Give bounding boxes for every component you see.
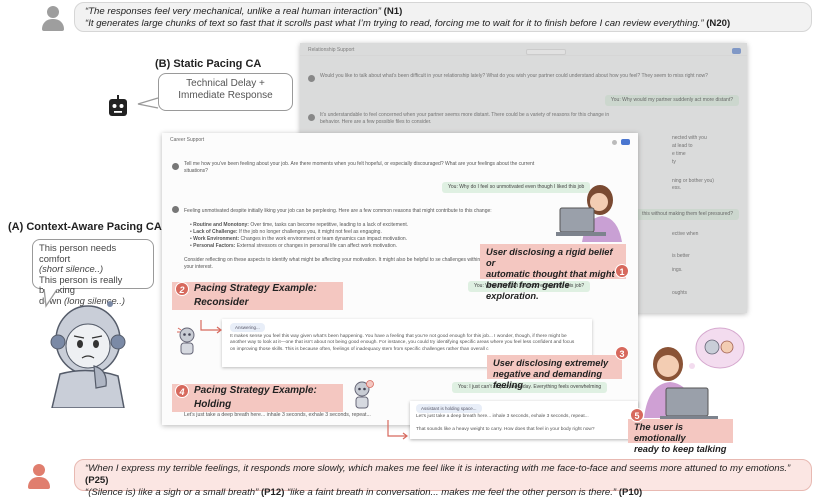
context-ca-title: (A) Context-Aware Pacing CA [8,221,162,233]
robot-icon [109,95,127,116]
window-button[interactable] [732,48,741,54]
help-icon[interactable] [612,140,617,145]
window-button[interactable] [621,139,630,145]
user-msg-not-good-enough: You: What if I’m just not good enough fo… [468,281,591,292]
thinking-robot-icon [177,327,195,355]
user-msg-crying: You: I just can’t stop crying today. Eve… [452,382,608,393]
callout-ready-to-talk: The user is emotionally ready to keep ta… [628,419,733,454]
thoughtful-robot-illustration [50,301,126,408]
holding-arrow [387,420,408,440]
holding-card: Assistant is holding space... Let’s just… [410,401,638,439]
quote-n20: “It generates large chunks of text so fa… [85,18,704,29]
quote-p10: “like a faint breath in conversation... … [284,487,617,498]
static-bubble-tail [137,97,159,109]
static-ca-bubble: Technical Delay + Immediate Response [158,73,293,111]
user-msg-unmotivated: You: Why do I feel so unmotivated even t… [442,182,591,193]
strategy-reconsider: 2 Pacing Strategy Example: Reconsider [172,282,343,310]
strategy-holding: 4 Pacing Strategy Example: Holding [172,384,343,412]
quote-n1: “The responses feel very mechanical, unl… [85,6,381,17]
user-laptop-illustration-2 [644,327,745,421]
badge-3: 3 [615,346,629,360]
relationship-window-title: Relationship Support [300,43,747,56]
quote-p12: “(Silence is) like a sigh or a small bre… [85,487,259,498]
window-search[interactable] [526,49,566,55]
career-window-title: Career Support [170,137,205,143]
holding-robot-icon [354,380,374,409]
badge-5: 5 [630,408,644,422]
positive-quotes-box: “When I express my terrible feelings, it… [74,459,812,498]
negative-quotes-box: “The responses feel very mechanical, unl… [74,2,812,32]
reasons-list: • Routine and Monotony: Over time, tasks… [190,222,409,249]
user-laptop-illustration-1 [556,185,622,242]
callout-rigid-belief: User disclosing a rigid belief or automa… [480,244,626,301]
callout-negative-feeling: User disclosing extremely negative and d… [487,355,622,390]
context-bubble-tail [43,286,60,308]
person-icon-pink [24,462,54,492]
badge-1: 1 [615,264,629,278]
static-ca-title: (B) Static Pacing CA [155,58,262,70]
person-icon-grey [38,4,68,34]
reconsider-arrow [200,320,222,334]
quote-p25: “When I express my terrible feelings, it… [85,463,791,474]
context-ca-bubble: This person needs comfort (short silence… [32,239,154,305]
